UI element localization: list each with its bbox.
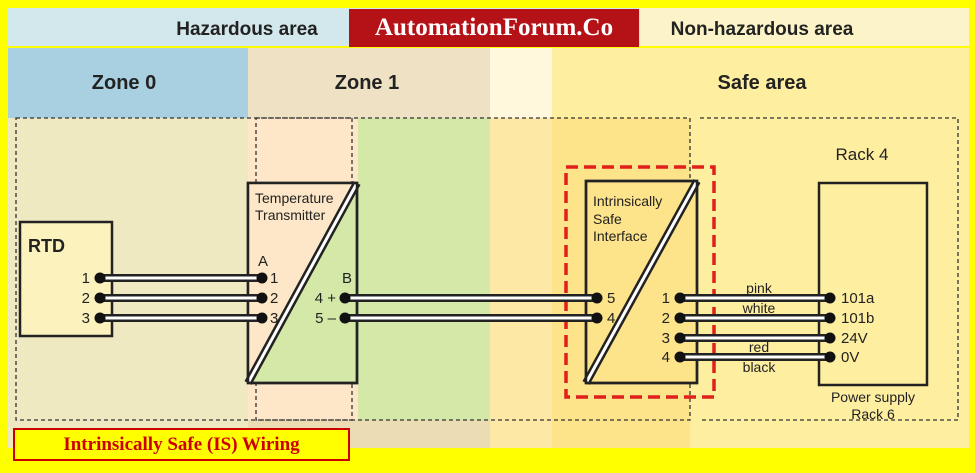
brand-banner: AutomationForum.Co [349, 9, 639, 47]
supply-terminal-101a: 101a [841, 290, 875, 307]
transmitter-a-terminal-dot [256, 272, 268, 284]
interface-title-1: Intrinsically [593, 193, 662, 209]
interface-input-terminal-dot [591, 312, 603, 324]
transmitter-a-terminal-3: 3 [270, 310, 278, 327]
power-supply-label-2: Rack 6 [851, 406, 895, 422]
interface-output-terminal-dot [674, 312, 686, 324]
zone1-band [248, 48, 490, 118]
interface-input-5: 5 [607, 290, 615, 307]
interface-title-3: Interface [593, 228, 648, 244]
header-nonhazardous-label: Non-hazardous area [671, 19, 854, 40]
rtd-wires-inner [100, 276, 262, 320]
zone0-band [8, 48, 248, 118]
header-strip-nonhazardous [640, 8, 969, 46]
diagram-caption: Intrinsically Safe (IS) Wiring [13, 428, 350, 461]
supply-terminal-dot [824, 351, 836, 363]
transmitter-a-terminal-dot [256, 292, 268, 304]
zone0-label: Zone 0 [92, 72, 156, 94]
interface-input-4: 4 [607, 310, 615, 327]
transmitter-outline [246, 181, 359, 385]
transmitter-a-terminal-dot [256, 312, 268, 324]
rtd-terminal-3: 3 [82, 310, 90, 327]
rtd-terminal-1: 1 [82, 270, 90, 287]
supply-terminal-24v: 24V [841, 330, 868, 347]
zone1-region-green [358, 118, 490, 448]
interface-output-terminal-dot [674, 292, 686, 304]
interface-output-3: 3 [662, 330, 670, 347]
interface-divider-light [584, 180, 699, 384]
transmitter-divider-light [246, 182, 359, 384]
zone-gap-band [490, 48, 552, 118]
supply-terminal-0v: 0V [841, 349, 859, 366]
loop-wires-inner [345, 296, 597, 320]
transmitter-b-terminal-dot [339, 312, 351, 324]
zone-gap-region [490, 118, 552, 448]
header-hazardous-label: Hazardous area [176, 19, 318, 40]
safe-band [552, 48, 969, 118]
interface-input-terminal-dot [591, 292, 603, 304]
supply-terminal-dot [824, 312, 836, 324]
rack4-enclosure [700, 117, 959, 421]
supply-terminal-101b: 101b [841, 310, 874, 327]
wire-color-white: white [742, 300, 776, 316]
transmitter-b-terminal-5: 5 – [315, 310, 337, 327]
transmitter-group-b: B [342, 270, 352, 287]
interface-output-1: 1 [662, 290, 670, 307]
interface-output-2: 2 [662, 310, 670, 327]
supply-terminal-dot [824, 332, 836, 344]
wire-color-black: black [743, 359, 777, 375]
transmitter-b-terminal-dot [339, 292, 351, 304]
wire-color-red: red [749, 339, 769, 355]
power-supply-box [817, 181, 929, 387]
is-interface-outline [584, 179, 699, 385]
transmitter-a-terminal-1: 1 [270, 270, 278, 287]
supply-wires-inner [680, 296, 830, 359]
interface-title-2: Safe [593, 211, 622, 227]
supply-terminal-dot [824, 292, 836, 304]
interface-output-terminal-dot [674, 351, 686, 363]
transmitter-b-terminal-4: 4 + [315, 290, 337, 307]
zone1-label: Zone 1 [335, 72, 399, 94]
wire-color-pink: pink [746, 280, 773, 296]
rack4-label: Rack 4 [836, 145, 889, 164]
rtd-label: RTD [28, 236, 65, 256]
transmitter-title-1: Temperature [255, 190, 334, 206]
power-supply-label-1: Power supply [831, 389, 915, 405]
rtd-terminal-dot [94, 292, 106, 304]
is-interface-highlight [564, 165, 716, 399]
rtd-terminal-dot [94, 272, 106, 284]
rtd-terminal-dot [94, 312, 106, 324]
interface-output-terminal-dot [674, 332, 686, 344]
safe-area-label: Safe area [718, 72, 808, 94]
interface-output-4: 4 [662, 349, 670, 366]
transmitter-group-a: A [258, 253, 268, 270]
transmitter-a-terminal-2: 2 [270, 290, 278, 307]
terminal-dots [94, 272, 836, 363]
rtd-terminal-2: 2 [82, 290, 90, 307]
transmitter-title-2: Transmitter [255, 207, 326, 223]
